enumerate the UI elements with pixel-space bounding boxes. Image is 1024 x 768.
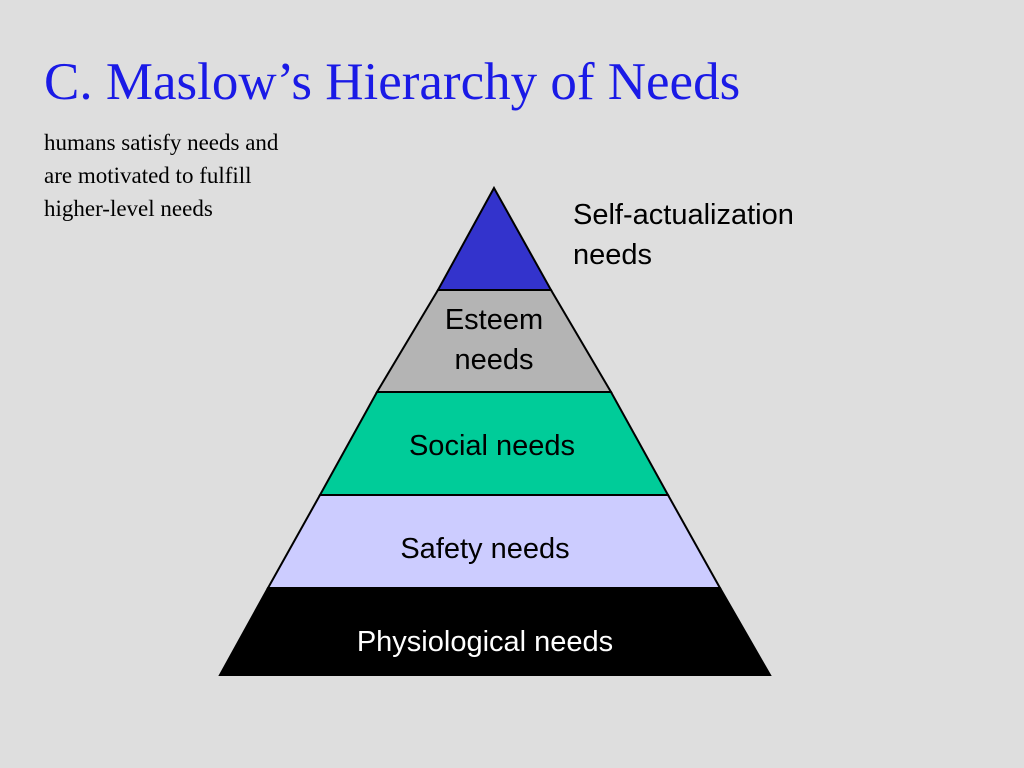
social-label: Social needs	[409, 430, 575, 462]
self-actualization-label-line-1: Self-actualization	[573, 199, 794, 231]
slide-title: C. Maslow’s Hierarchy of Needs	[44, 53, 741, 111]
esteem-label-line-1: Esteem	[445, 304, 543, 336]
esteem-label-line-2: needs	[454, 344, 533, 376]
subtitle-line: are motivated to fulfill	[44, 163, 252, 188]
subtitle-line: humans satisfy needs and	[44, 130, 279, 155]
self-actualization-label: Self-actualization needs	[573, 195, 794, 275]
tier-self-actualization	[436, 185, 553, 291]
safety-label: Safety needs	[400, 533, 569, 565]
subtitle-line: higher-level needs	[44, 196, 213, 221]
physiological-label: Physiological needs	[357, 626, 613, 658]
self-actualization-label-line-2: needs	[573, 239, 653, 271]
slide-subtitle: humans satisfy needs and are motivated t…	[44, 126, 364, 225]
